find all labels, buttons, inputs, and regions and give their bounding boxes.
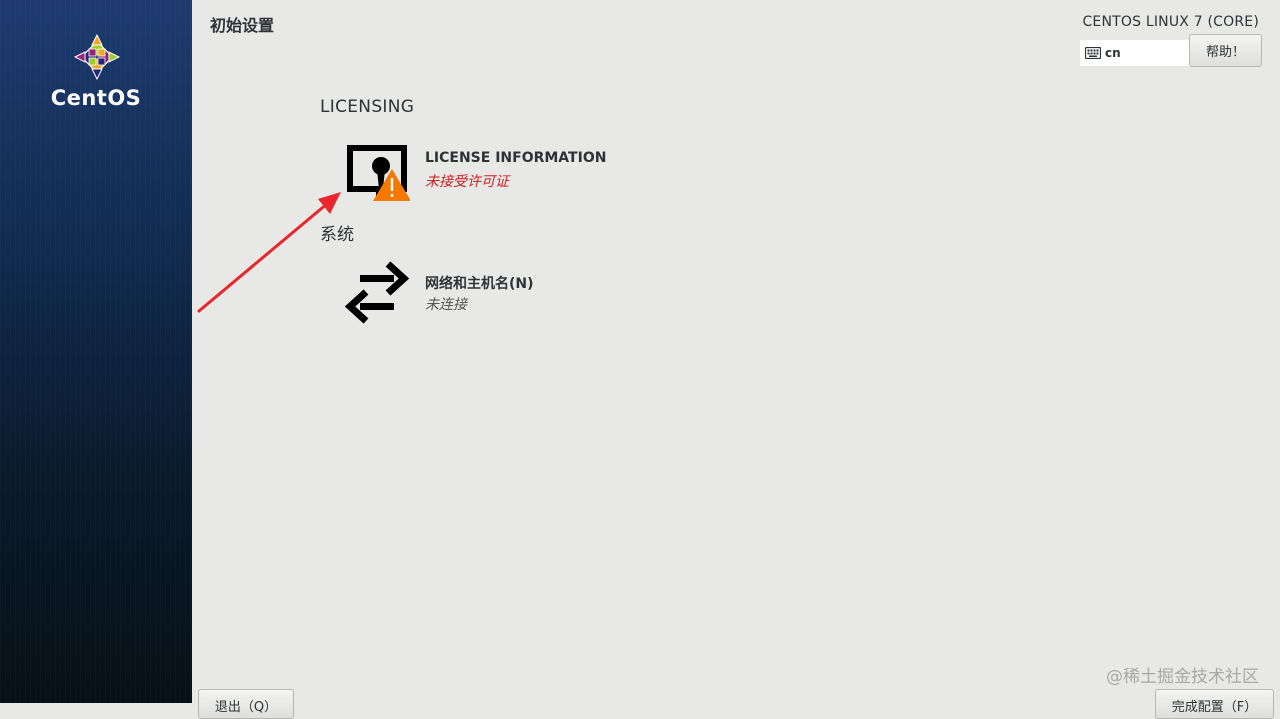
license-warning-icon xyxy=(344,142,411,208)
watermark-text: @稀土掘金技术社区 xyxy=(1106,667,1259,687)
spoke-status: 未连接 xyxy=(425,297,467,313)
category-title-system: 系统 xyxy=(320,225,354,245)
keyboard-icon xyxy=(1085,47,1101,59)
annotation-arrow-icon xyxy=(197,192,341,313)
keyboard-layout-indicator[interactable]: cn xyxy=(1080,40,1190,66)
sidebar: CentOS xyxy=(0,0,192,703)
category-title-licensing: LICENSING xyxy=(320,97,415,117)
keyboard-layout-label: cn xyxy=(1105,46,1121,60)
centos-logo-icon xyxy=(73,33,121,81)
quit-button[interactable]: 退出（Q） xyxy=(198,689,294,719)
page-title: 初始设置 xyxy=(210,16,275,35)
spoke-license-information[interactable]: LICENSE INFORMATION 未接受许可证 xyxy=(340,142,670,208)
network-arrows-icon xyxy=(344,260,410,326)
spoke-title: LICENSE INFORMATION xyxy=(425,150,607,166)
spoke-title: 网络和主机名(N) xyxy=(425,276,534,292)
spoke-network-hostname[interactable]: 网络和主机名(N) 未连接 xyxy=(340,260,670,326)
os-name-label: CENTOS LINUX 7 (CORE) xyxy=(1082,14,1259,30)
help-button[interactable]: 帮助！ xyxy=(1189,34,1262,67)
centos-logo-text: CentOS xyxy=(50,86,142,110)
finish-configuration-button[interactable]: 完成配置（F） xyxy=(1155,689,1274,719)
spoke-status-warning: 未接受许可证 xyxy=(425,174,509,190)
